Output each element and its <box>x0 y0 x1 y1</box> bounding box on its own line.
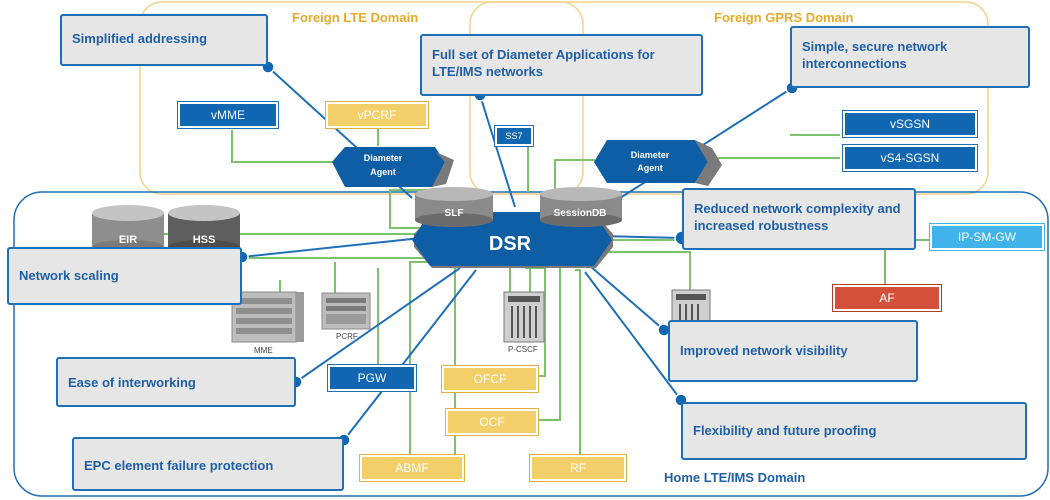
callout-diameter-applications: Full set of Diameter Applications for LT… <box>420 34 703 96</box>
left-agent-label-line1: Diameter <box>364 153 403 163</box>
node-vs4-sgsn: vS4-SGSN <box>843 145 977 171</box>
node-vpcrf: vPCRF <box>326 102 428 128</box>
pcscf-rack-image <box>503 291 545 343</box>
slf-cylinder <box>415 187 493 227</box>
node-af: AF <box>833 285 941 311</box>
node-rf: RF <box>530 455 626 481</box>
callout-epc-failure-protection-text: EPC element failure protection <box>84 458 274 473</box>
hss-label: HSS <box>193 234 216 246</box>
node-vmme: vMME <box>178 102 278 128</box>
callout-secure-interconnections: Simple, secure network interconnections <box>790 26 1030 88</box>
callout-ease-of-interworking-text: Ease of interworking <box>68 375 196 390</box>
callout-simplified-addressing: Simplified addressing <box>60 14 268 66</box>
sessiondb-label: SessionDB <box>554 208 607 219</box>
callout-network-scaling: Network scaling <box>7 247 242 305</box>
slf-label: SLF <box>445 208 464 219</box>
callout-network-visibility-text: Improved network visibility <box>680 343 848 358</box>
callout-flexibility: Flexibility and future proofing <box>681 402 1027 460</box>
pcrf-server-image <box>321 292 371 330</box>
hss-cylinder <box>168 205 240 254</box>
node-ip-sm-gw: IP-SM-GW <box>930 224 1044 250</box>
node-abmf: ABMF <box>360 455 464 481</box>
callout-flexibility-text: Flexibility and future proofing <box>693 423 877 438</box>
home-domain-border <box>13 191 1049 497</box>
right-agent-label-line1: Diameter <box>631 150 670 160</box>
dsr-label: DSR <box>489 233 532 255</box>
eir-label: EIR <box>119 234 137 246</box>
callout-network-visibility: Improved network visibility <box>668 320 918 382</box>
callout-diameter-applications-text: Full set of Diameter Applications for LT… <box>432 47 655 79</box>
node-ofcf: OFCF <box>442 366 538 392</box>
pcrf-label: PCRF <box>336 332 358 341</box>
callout-reduced-complexity: Reduced network complexity and increased… <box>682 188 916 250</box>
right-rack-image <box>671 289 711 325</box>
callout-reduced-complexity-text: Reduced network complexity and increased… <box>694 201 901 233</box>
mme-label: MME <box>254 346 273 355</box>
node-ss7: SS7 <box>495 126 533 146</box>
node-vsgsn: vSGSN <box>843 111 977 137</box>
callout-ease-of-interworking: Ease of interworking <box>56 357 296 407</box>
diameter-agent-right-shape <box>594 140 722 186</box>
diameter-agent-left-shape <box>332 147 454 187</box>
node-pgw: PGW <box>328 365 416 391</box>
foreign-gprs-domain-label: Foreign GPRS Domain <box>714 10 854 25</box>
foreign-lte-domain-border <box>139 1 584 195</box>
mme-server-image <box>231 291 304 343</box>
callout-secure-interconnections-text: Simple, secure network interconnections <box>802 39 948 71</box>
node-ocf: OCF <box>446 409 538 435</box>
foreign-lte-domain-label: Foreign LTE Domain <box>292 10 419 25</box>
right-agent-label-line2: Agent <box>637 163 663 173</box>
callout-epc-failure-protection: EPC element failure protection <box>72 437 344 491</box>
home-domain-label: Home LTE/IMS Domain <box>664 470 806 485</box>
callout-network-scaling-text: Network scaling <box>19 268 119 283</box>
callout-simplified-addressing-text: Simplified addressing <box>72 31 208 46</box>
sessiondb-cylinder <box>540 187 622 227</box>
left-agent-label-line2: Agent <box>370 167 396 177</box>
pcscf-label: P-CSCF <box>508 345 538 354</box>
